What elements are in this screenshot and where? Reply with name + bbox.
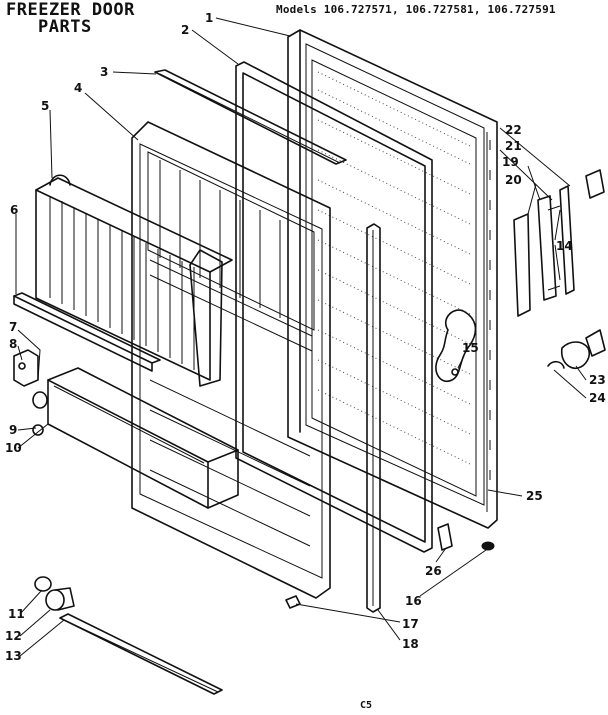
door-bin — [47, 367, 239, 509]
models-line: Models 106.727571, 106.727581, 106.72759… — [276, 3, 556, 16]
callout-11: 11 — [8, 607, 25, 621]
side-breaker-strip — [285, 223, 381, 613]
callout-21: 21 — [505, 139, 522, 153]
lower-hinge-pin — [437, 523, 495, 551]
callout-23: 23 — [589, 373, 606, 387]
callout-12: 12 — [5, 629, 22, 643]
lower-hinge-parts — [34, 576, 75, 611]
latch-assembly — [547, 329, 606, 370]
diagram-title: FREEZER DOOR PARTS — [6, 2, 135, 36]
callout-10: 10 — [5, 441, 22, 455]
callout-7: 7 — [9, 320, 17, 334]
callout-16: 16 — [405, 594, 422, 608]
breaker-strip-bottom — [59, 613, 223, 695]
shelf-rack — [35, 174, 233, 387]
callout-labels: 1 2 3 4 5 6 7 8 9 10 11 12 13 14 15 16 1… — [5, 11, 606, 663]
callout-8: 8 — [9, 337, 17, 351]
callout-14: 14 — [556, 239, 573, 253]
outer-door-panel — [287, 29, 498, 529]
callout-2: 2 — [181, 23, 189, 37]
title-line-1: FREEZER DOOR — [6, 0, 135, 20]
callout-3: 3 — [100, 65, 108, 79]
door-gasket — [235, 61, 433, 553]
callout-18: 18 — [402, 637, 419, 651]
callout-26: 26 — [425, 564, 442, 578]
callout-19: 19 — [502, 155, 519, 169]
callout-6: 6 — [10, 203, 18, 217]
title-line-2: PARTS — [38, 17, 92, 37]
shelf-front — [13, 292, 161, 372]
callout-5: 5 — [41, 99, 49, 113]
breaker-strip-top — [154, 69, 347, 165]
callout-20: 20 — [505, 173, 522, 187]
inner-door-liner — [131, 121, 331, 599]
bin-retainer — [32, 391, 48, 436]
callout-17: 17 — [402, 617, 419, 631]
callout-25: 25 — [526, 489, 543, 503]
callout-1: 1 — [205, 11, 213, 25]
bin-support-left — [13, 349, 39, 387]
page-code: C5 — [360, 700, 373, 711]
callout-9: 9 — [9, 423, 17, 437]
callout-13: 13 — [5, 649, 22, 663]
leader-lines — [15, 17, 587, 657]
callout-4: 4 — [74, 81, 82, 95]
door-handle-assembly — [513, 169, 605, 317]
callout-24: 24 — [589, 391, 606, 405]
callout-15: 15 — [462, 341, 479, 355]
callout-22: 22 — [505, 123, 522, 137]
